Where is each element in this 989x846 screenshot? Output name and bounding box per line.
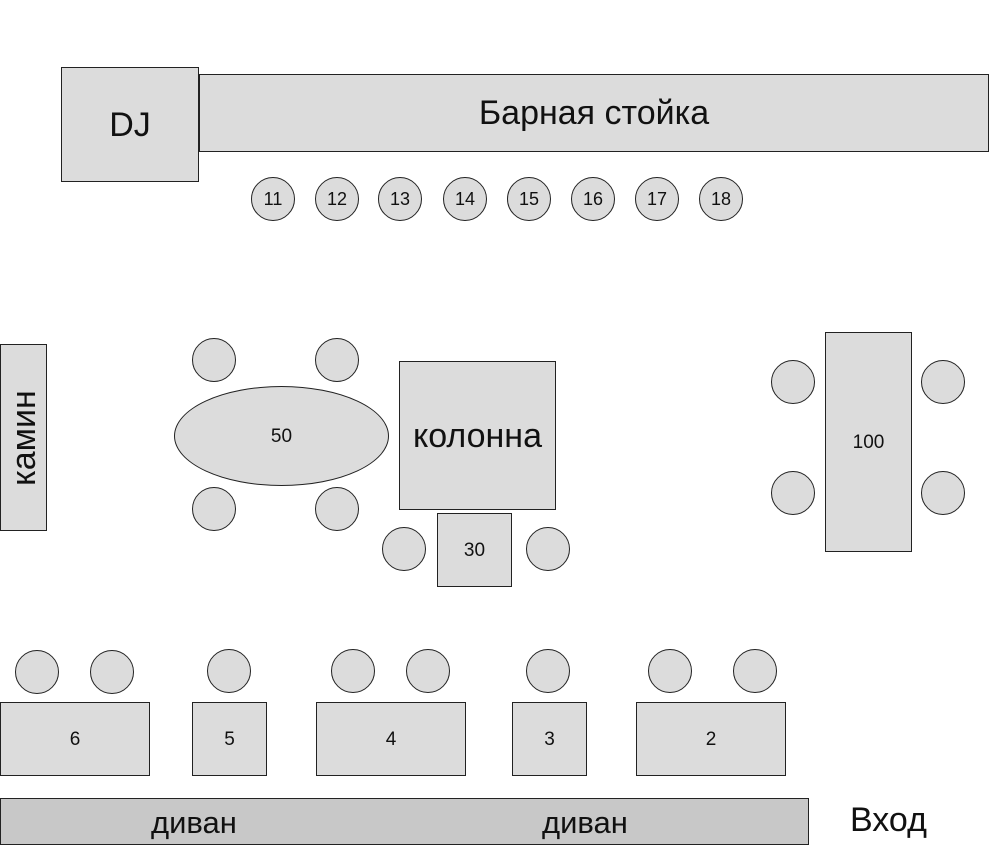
seat-t100-top-right <box>921 360 965 404</box>
seat-t5 <box>207 649 251 693</box>
seat-t100-top-left <box>771 360 815 404</box>
seat-t50-bottom-left <box>192 487 236 531</box>
fireplace-label: камин <box>4 389 43 486</box>
dj-label: DJ <box>109 105 151 144</box>
sofa-label-right: диван <box>542 805 628 840</box>
seat-t50-top-left <box>192 338 236 382</box>
seat-t50-bottom-right <box>315 487 359 531</box>
seat-t3 <box>526 649 570 693</box>
sofa-label-left: диван <box>151 805 237 840</box>
seat-t2-right <box>733 649 777 693</box>
seat-t30-right <box>526 527 570 571</box>
seat-t100-bottom-left <box>771 471 815 515</box>
bar-stool-16[interactable]: 16 <box>571 177 615 221</box>
bar-stool-11[interactable]: 11 <box>251 177 295 221</box>
seat-t100-bottom-right <box>921 471 965 515</box>
table-4[interactable]: 4 <box>316 702 466 776</box>
seat-t30-left <box>382 527 426 571</box>
bar-stool-15[interactable]: 15 <box>507 177 551 221</box>
column-label: колонна <box>412 416 542 455</box>
bar-stool-18[interactable]: 18 <box>699 177 743 221</box>
table-3[interactable]: 3 <box>512 702 587 776</box>
table-100[interactable]: 100 <box>825 332 912 552</box>
column: колонна <box>399 361 556 510</box>
seat-t2-left <box>648 649 692 693</box>
dj-booth: DJ <box>61 67 199 182</box>
seat-t4-left <box>331 649 375 693</box>
bar-stool-17[interactable]: 17 <box>635 177 679 221</box>
bar-stool-13[interactable]: 13 <box>378 177 422 221</box>
fireplace: камин <box>0 344 47 531</box>
seat-t4-right <box>406 649 450 693</box>
table-6[interactable]: 6 <box>0 702 150 776</box>
bar-stool-12[interactable]: 12 <box>315 177 359 221</box>
seat-t6-left <box>15 650 59 694</box>
entrance-label: Вход <box>850 801 927 839</box>
bar-stool-14[interactable]: 14 <box>443 177 487 221</box>
sofa: диван диван <box>0 798 809 845</box>
seat-t50-top-right <box>315 338 359 382</box>
table-30[interactable]: 30 <box>437 513 512 587</box>
seat-t6-right <box>90 650 134 694</box>
table-50[interactable]: 50 <box>174 386 389 486</box>
bar-counter: Барная стойка <box>199 74 989 152</box>
table-2[interactable]: 2 <box>636 702 786 776</box>
bar-counter-label: Барная стойка <box>478 94 710 132</box>
table-5[interactable]: 5 <box>192 702 267 776</box>
